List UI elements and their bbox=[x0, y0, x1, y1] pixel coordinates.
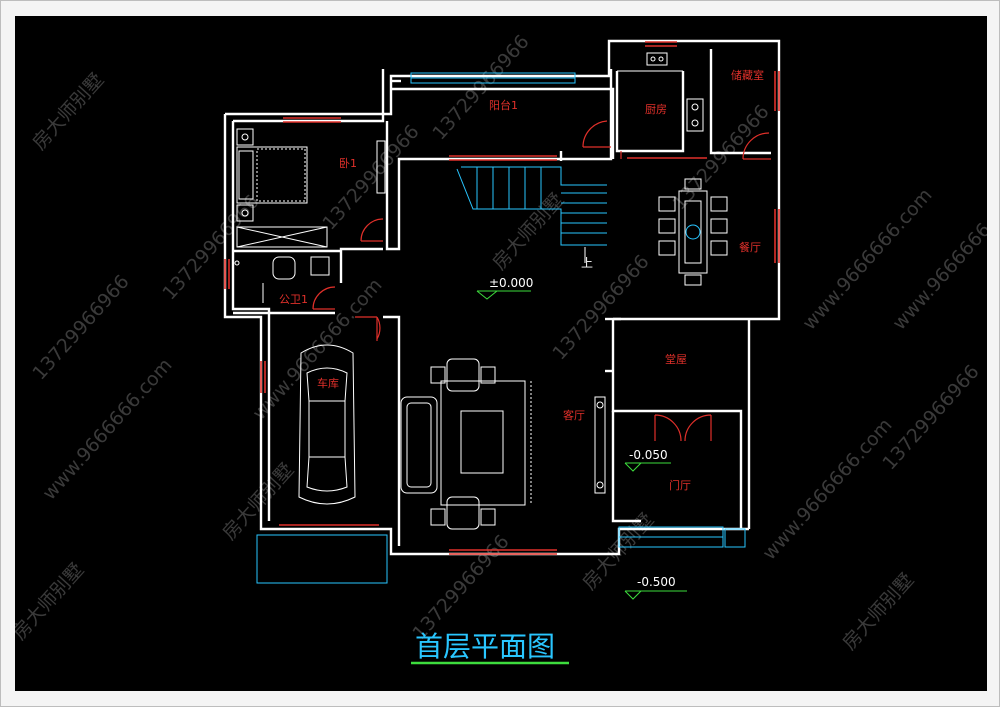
level-outside: -0.500 bbox=[637, 575, 676, 589]
drawing-title: 首层平面图 bbox=[415, 630, 555, 663]
bed bbox=[236, 128, 386, 248]
dining-table bbox=[658, 178, 728, 286]
watermark-url: www.9666666.com bbox=[38, 354, 176, 504]
doors bbox=[312, 120, 771, 442]
level-main: ±0.000 bbox=[489, 276, 533, 290]
drawing-number: 图号A1092 bbox=[32, 659, 137, 683]
watermark-brand: 房大师别墅 bbox=[28, 69, 108, 154]
watermark-phone: 13729966966 bbox=[548, 251, 653, 365]
room-label-foyer: 门厅 bbox=[669, 478, 691, 492]
level-marker-outside: -0.500 bbox=[624, 575, 687, 600]
watermark-brand: 房大师别墅 bbox=[488, 189, 568, 274]
room-label-balcony: 阳台1 bbox=[489, 98, 518, 112]
level-marker-main: ±0.000 bbox=[476, 276, 533, 300]
room-label-kitchen: 厨房 bbox=[645, 103, 667, 116]
living-room-furniture bbox=[400, 358, 606, 530]
watermark-phone: 13729966966 bbox=[28, 271, 133, 385]
watermarks: 13729966966 13729966966 13729966966 1372… bbox=[15, 31, 987, 655]
watermark-brand: 房大师别墅 bbox=[15, 559, 88, 644]
room-label-bathroom: 公卫1 bbox=[279, 293, 308, 306]
level-marker-foyer: -0.050 bbox=[624, 448, 671, 472]
watermark-phone: 13729966966 bbox=[158, 191, 263, 305]
watermark-phone: 13729966966 bbox=[318, 121, 423, 235]
staircase bbox=[456, 166, 607, 263]
room-label-storage: 储藏室 bbox=[731, 68, 764, 82]
watermark-brand: 房大师别墅 bbox=[218, 459, 298, 544]
room-label-hall: 堂屋 bbox=[665, 353, 687, 366]
room-label-dining: 餐厅 bbox=[739, 240, 761, 254]
watermark-brand: 房大师别墅 bbox=[838, 569, 918, 654]
level-foyer: -0.050 bbox=[629, 448, 668, 462]
cad-drawing-area: 13729966966 13729966966 13729966966 1372… bbox=[15, 16, 987, 691]
fixtures bbox=[256, 72, 746, 584]
car bbox=[298, 344, 356, 505]
walls bbox=[223, 39, 781, 556]
watermark-phone: 13729966966 bbox=[408, 531, 513, 645]
windows bbox=[224, 41, 780, 555]
watermark-phone: 13729966966 bbox=[878, 361, 983, 475]
watermark-phone: 13729966966 bbox=[428, 31, 533, 145]
bathroom-fixtures bbox=[234, 256, 330, 303]
stair-up-label: 上 bbox=[581, 256, 593, 270]
room-label-living: 客厅 bbox=[563, 408, 585, 422]
kitchen-fixtures bbox=[617, 52, 704, 132]
room-label-garage: 车库 bbox=[317, 376, 339, 390]
watermark-url: www.9666666.com bbox=[758, 414, 896, 564]
floor-plan: 13729966966 13729966966 13729966966 1372… bbox=[15, 31, 987, 665]
room-label-bedroom: 卧1 bbox=[339, 157, 357, 170]
